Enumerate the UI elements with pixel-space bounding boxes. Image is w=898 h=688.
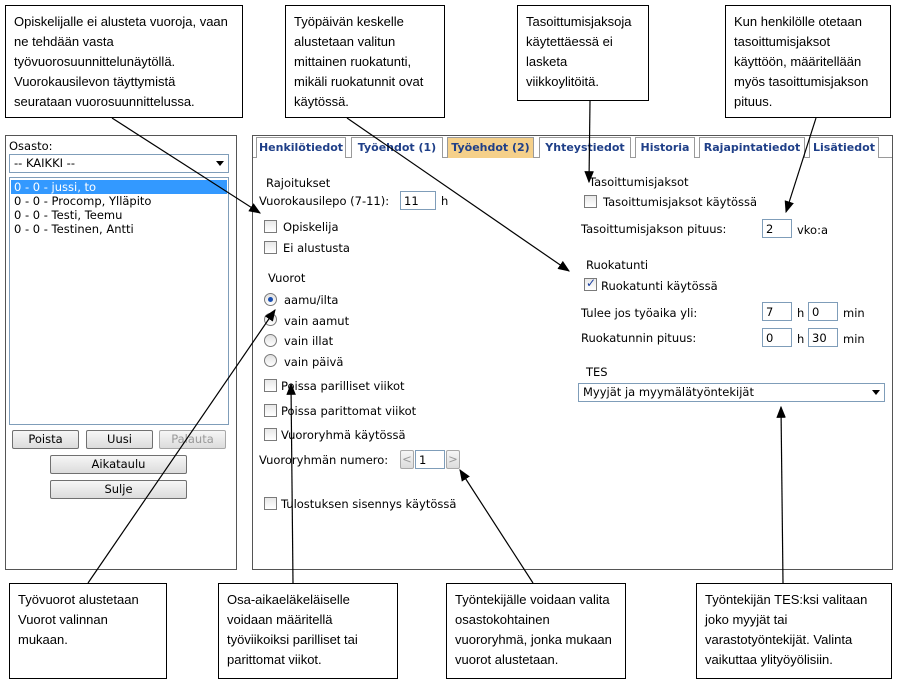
tulostuksen-checkbox[interactable] bbox=[264, 497, 277, 510]
chevron-down-icon bbox=[216, 161, 224, 166]
radio-vain-paiva[interactable] bbox=[264, 354, 277, 367]
tab-tyoehdot-1[interactable]: Työehdot (1) bbox=[351, 137, 443, 158]
callout-vuorot: Työvuorot alustetaan Vuorot valinnan muk… bbox=[9, 583, 167, 679]
vuorokausilepo-input[interactable]: 11 bbox=[400, 191, 436, 210]
radio-aamu-ilta[interactable] bbox=[264, 293, 277, 306]
vuororyhma-checkbox[interactable] bbox=[264, 428, 277, 441]
vuorokausilepo-unit: h bbox=[441, 194, 449, 208]
ruokatunti-checkbox[interactable] bbox=[584, 276, 597, 291]
radio-vain-paiva-label: vain päivä bbox=[284, 355, 344, 369]
tes-heading: TES bbox=[586, 365, 608, 379]
osasto-value: -- KAIKKI -- bbox=[14, 156, 75, 170]
tes-value: Myyjät ja myymälätyöntekijät bbox=[583, 385, 754, 399]
rajoitukset-heading: Rajoitukset bbox=[266, 176, 331, 190]
vuorokausilepo-label: Vuorokausilepo (7-11): bbox=[259, 194, 390, 208]
callout-parilliset: Osa-aikaeläkeläiselle voidaan määritellä… bbox=[218, 583, 398, 679]
tab-yhteystiedot[interactable]: Yhteystiedot bbox=[539, 137, 631, 158]
poista-button[interactable]: Poista bbox=[12, 430, 79, 449]
vuororyhma-prev-button[interactable]: < bbox=[400, 450, 414, 469]
tab-henkilotiedot[interactable]: Henkilötiedot bbox=[256, 137, 346, 158]
tasoitt-label: Tasoittumisjaksot käytössä bbox=[603, 195, 758, 209]
radio-vain-aamut[interactable] bbox=[264, 313, 277, 326]
ruoka-min-input[interactable]: 30 bbox=[808, 328, 838, 347]
vuorot-heading: Vuorot bbox=[268, 271, 306, 285]
palauta-button[interactable]: Palauta bbox=[159, 430, 226, 449]
vuororyhma-label: Vuororyhmä käytössä bbox=[281, 428, 406, 442]
list-item[interactable]: 0 - 0 - jussi, to bbox=[11, 180, 227, 194]
chevron-down-icon bbox=[872, 390, 880, 395]
sulje-button[interactable]: Sulje bbox=[50, 480, 187, 499]
opiskelija-checkbox[interactable] bbox=[264, 220, 277, 233]
callout-opiskelija: Opiskelijalle ei alusteta vuoroja, vaan … bbox=[5, 5, 243, 118]
callout-ruokatunti: Työpäivän keskelle alustetaan valitun mi… bbox=[285, 5, 445, 118]
tulee-h-input[interactable]: 7 bbox=[762, 302, 792, 321]
tulostuksen-label: Tulostuksen sisennys käytössä bbox=[281, 497, 457, 511]
parilliset-label: Poissa parilliset viikot bbox=[281, 379, 405, 393]
employee-list[interactable]: 0 - 0 - jussi, to 0 - 0 - Procomp, Ylläp… bbox=[9, 177, 229, 425]
vuororyhman-numero-label: Vuororyhmän numero: bbox=[259, 453, 389, 467]
tab-historia[interactable]: Historia bbox=[635, 137, 695, 158]
ruokatunti-label: Ruokatunti käytössä bbox=[601, 279, 718, 293]
tasoitt-pituus-label: Tasoittumisjakson pituus: bbox=[581, 222, 727, 236]
parittomat-checkbox[interactable] bbox=[264, 404, 277, 417]
tab-tyoehdot-2[interactable]: Työehdot (2) bbox=[447, 137, 534, 158]
ruoka-h-input[interactable]: 0 bbox=[762, 328, 792, 347]
osasto-label: Osasto: bbox=[9, 139, 53, 153]
list-item[interactable]: 0 - 0 - Testinen, Antti bbox=[14, 222, 134, 236]
list-item[interactable]: 0 - 0 - Procomp, Ylläpito bbox=[14, 194, 152, 208]
osasto-select[interactable]: -- KAIKKI -- bbox=[9, 154, 229, 173]
vuororyhma-next-button[interactable]: > bbox=[446, 450, 460, 469]
list-item[interactable]: 0 - 0 - Testi, Teemu bbox=[14, 208, 123, 222]
aikataulu-button[interactable]: Aikataulu bbox=[50, 455, 187, 474]
tulee-h-unit: h bbox=[797, 306, 805, 320]
tulee-min-unit: min bbox=[843, 306, 865, 320]
tab-rajapintatiedot[interactable]: Rajapintatiedot bbox=[699, 137, 805, 158]
tulee-min-input[interactable]: 0 bbox=[808, 302, 838, 321]
uusi-button[interactable]: Uusi bbox=[86, 430, 153, 449]
tasoitt-pituus-input[interactable]: 2 bbox=[762, 219, 792, 238]
callout-tasoittumisjaksot: Tasoittumisjaksoja käytettäessä ei laske… bbox=[517, 5, 649, 101]
ei-alustusta-label: Ei alustusta bbox=[283, 241, 350, 255]
ei-alustusta-checkbox[interactable] bbox=[264, 241, 277, 254]
parilliset-checkbox[interactable] bbox=[264, 379, 277, 392]
radio-aamu-ilta-label: aamu/ilta bbox=[284, 293, 339, 307]
tulee-jos-label: Tulee jos työaika yli: bbox=[581, 306, 698, 320]
callout-tes: Työntekijän TES:ksi valitaan joko myyjät… bbox=[696, 583, 892, 679]
radio-vain-aamut-label: vain aamut bbox=[284, 314, 350, 328]
radio-vain-illat[interactable] bbox=[264, 334, 277, 347]
radio-vain-illat-label: vain illat bbox=[284, 334, 334, 348]
ruoka-min-unit: min bbox=[843, 332, 865, 346]
callout-tasoittumisjakson-pituus: Kun henkilölle otetaan tasoittumisjaksot… bbox=[725, 5, 891, 118]
vuororyhma-number-input[interactable]: 1 bbox=[415, 450, 445, 469]
ruokatunti-heading: Ruokatunti bbox=[586, 258, 649, 272]
tasoittumisjaksot-heading: Tasoittumisjaksot bbox=[589, 175, 689, 189]
tasoitt-unit: vko:a bbox=[797, 223, 829, 237]
ruoka-pituus-label: Ruokatunnin pituus: bbox=[581, 331, 697, 345]
opiskelija-label: Opiskelija bbox=[283, 220, 339, 234]
parittomat-label: Poissa parittomat viikot bbox=[281, 404, 417, 418]
tab-lisatiedot[interactable]: Lisätiedot bbox=[809, 137, 879, 158]
tes-select[interactable]: Myyjät ja myymälätyöntekijät bbox=[578, 383, 885, 402]
callout-vuororyhma: Työntekijälle voidaan valita osastokohta… bbox=[446, 583, 626, 679]
tasoitt-checkbox[interactable] bbox=[584, 195, 597, 208]
ruoka-h-unit: h bbox=[797, 332, 805, 346]
